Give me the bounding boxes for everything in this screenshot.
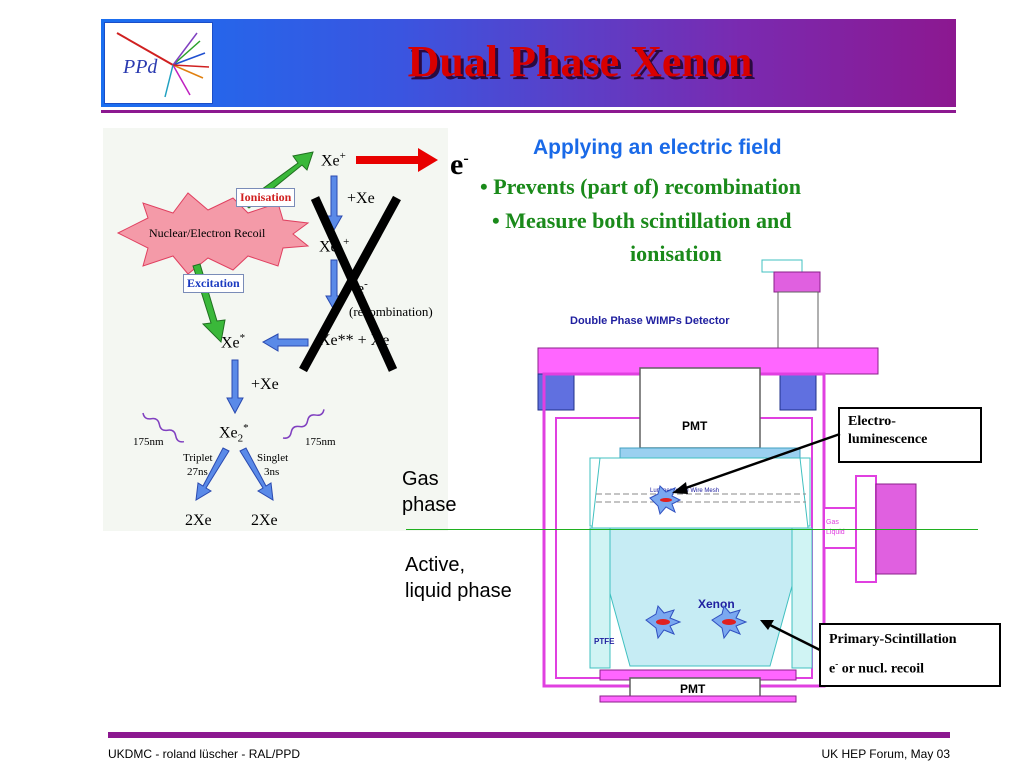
phase-boundary-line <box>406 529 978 530</box>
liquid-port-label: Liquid <box>826 529 845 536</box>
xenon-process-diagram: Ionisation Excitation Nuclear/Electron R… <box>103 128 448 531</box>
diagram-arrows <box>116 148 438 501</box>
bullet-measure-cont: ionisation <box>630 241 722 266</box>
plus-xe-1: +Xe <box>347 190 375 207</box>
wavelength-right: 175nm <box>305 436 336 448</box>
singlet-time: 3ns <box>264 466 280 478</box>
detector-schematic: Double Phase WIMPs Detector PMT PTFE Lum… <box>537 259 917 703</box>
logo-text: PPd <box>122 56 158 78</box>
two-xe-right: 2Xe <box>251 512 278 529</box>
arrow-singlet <box>239 447 274 501</box>
ionisation-label: Ionisation <box>236 188 296 207</box>
ppd-logo: PPd <box>104 22 213 104</box>
cross-stroke-2 <box>299 195 401 373</box>
wavelength-left: 175nm <box>133 436 164 448</box>
bullet-recombination: • Prevents (part of) recombination <box>480 174 801 199</box>
electron-label: e- <box>450 148 469 181</box>
singlet-label: Singlet <box>257 452 289 464</box>
plus-xe-2: +Xe <box>251 376 279 393</box>
gas-port-label: Gas <box>826 519 839 526</box>
two-xe-left: 2Xe <box>185 512 212 529</box>
xe2-star: Xe2* <box>219 422 249 445</box>
xe-plus: Xe+ <box>321 150 346 170</box>
pmt-bottom-label: PMT <box>680 682 706 696</box>
ptfe-label: PTFE <box>594 637 615 646</box>
triplet-label: Triplet <box>183 452 213 464</box>
header-rule <box>101 110 956 113</box>
page-title: Dual Phase Xenon <box>407 37 753 86</box>
primary-scintillation-callout: Primary-Scintillation e- or nucl. recoil <box>819 623 1001 687</box>
photon-left-wiggle <box>142 412 185 443</box>
bullet-measure: • Measure both scintillation and <box>492 208 792 233</box>
electroluminescence-callout: Electro-luminescence <box>838 407 982 463</box>
footer-left: UKDMC - roland lüscher - RAL/PPD <box>108 747 301 761</box>
arrow-triplet <box>195 447 230 501</box>
recoil-burst <box>116 192 310 275</box>
ppd-logo-graphic: PPd <box>116 32 210 98</box>
photon-right-wiggle <box>282 409 325 439</box>
section-heading: Applying an electric field <box>533 136 782 159</box>
footer-rule <box>108 732 950 738</box>
excitation-label: Excitation <box>183 274 244 293</box>
arrow-left-to-xe-star <box>261 333 309 352</box>
recombination-electron: e- <box>357 278 368 298</box>
triplet-time: 27ns <box>187 466 208 478</box>
detector-title: Double Phase WIMPs Detector <box>570 315 730 327</box>
recoil-label: Nuclear/Electron Recoil <box>149 226 266 240</box>
arrow-xe-star-down <box>226 359 244 415</box>
xe-double-star-plus-xe: Xe** + Xe <box>319 332 390 349</box>
pmt-top-label: PMT <box>682 419 708 433</box>
arrow-xe-plus-down <box>325 175 343 232</box>
electron-out-arrow <box>356 148 438 172</box>
xe2-plus: Xe2+ <box>319 236 350 259</box>
footer-right: UK HEP Forum, May 03 <box>821 747 950 761</box>
xe-star: Xe* <box>221 332 246 352</box>
title-banner <box>101 19 956 107</box>
liquid-phase-label: Active,liquid phase <box>405 554 512 602</box>
recombination-label: (recombination) <box>349 304 433 319</box>
